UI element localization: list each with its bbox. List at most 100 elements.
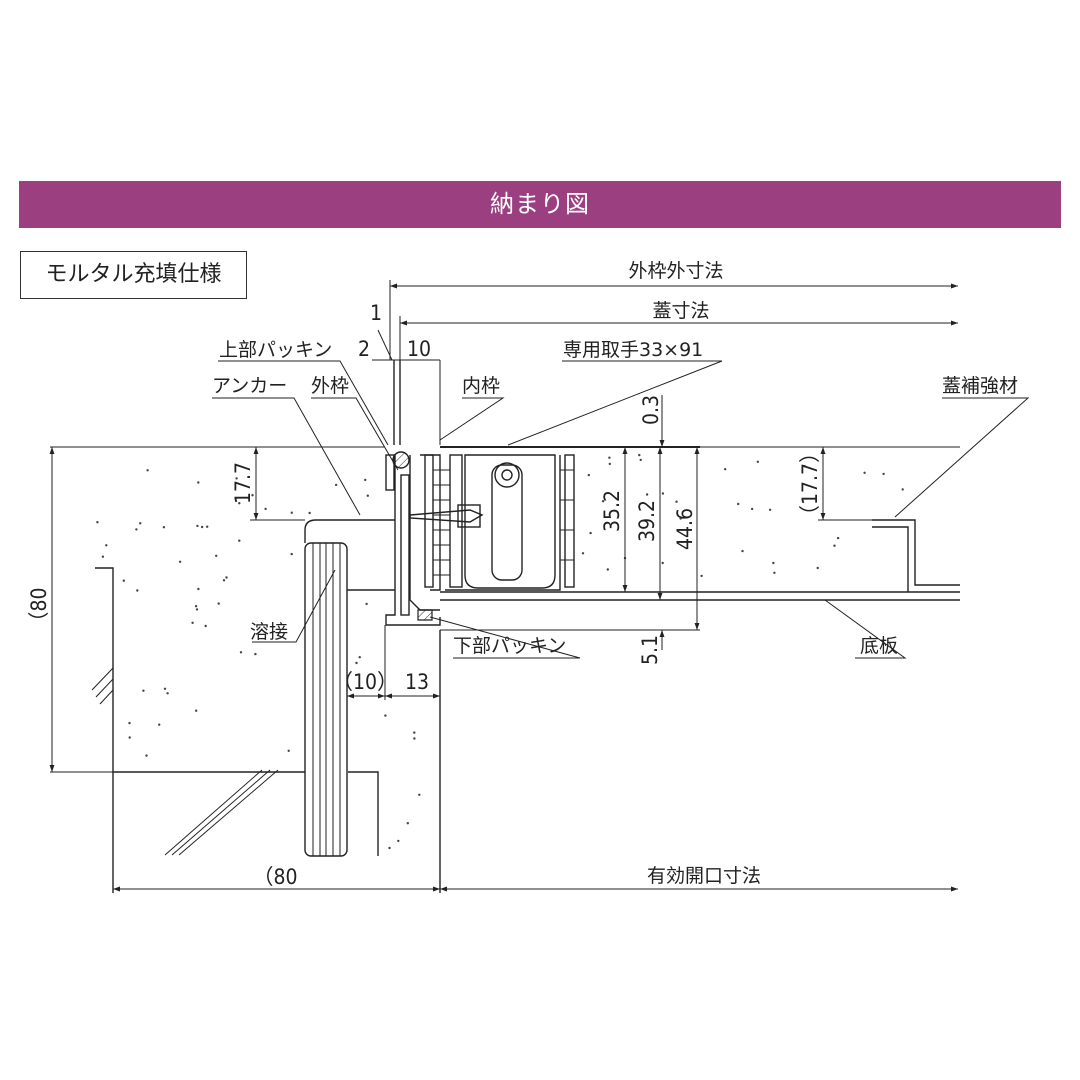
label-bottom-plate: 底板 [860,635,898,657]
spec-label: モルタル充填仕様 [45,262,222,287]
dim-80-vertical: （80 [27,587,51,632]
stipple-dot [756,460,759,463]
stipple-dot [195,608,199,611]
stipple-dot [334,483,338,487]
stipple-dot [768,508,772,511]
stipple-dot [413,737,416,740]
stipple-dot [384,714,387,717]
dim-10: 10 [407,337,431,361]
stipple-dot [238,539,241,542]
stipple-dot [675,500,678,503]
stipple-dot [772,561,775,565]
dim-44-6: 44.6 [673,508,697,550]
stipple-dot [96,521,99,524]
stipple-dot [581,552,585,555]
stipple-dot [882,472,885,476]
stipple-dot [700,574,703,578]
label-lid-reinforcement: 蓋補強材 [942,375,1018,397]
stipple-dot [225,576,228,579]
outer-frame [385,360,441,626]
stipple-dot [217,602,220,605]
steel-pipe [304,542,348,857]
stipple-dot [679,517,682,520]
stipple-dot [101,555,105,558]
stipple-dot [364,478,367,482]
dim-39-2: 39.2 [635,500,659,542]
stipple-dot [601,500,605,503]
stipple-dot [122,579,126,582]
stipple-dot [196,524,199,528]
stipple-dot [254,652,257,656]
stipple-dot [238,502,241,505]
stipple-dot [142,689,145,692]
stipple-dot [863,471,866,474]
stipple-dot [197,481,200,484]
stipple-dot [166,692,169,695]
leader-lines [212,360,1030,659]
stipple-dot [290,511,293,514]
stipple-dot [191,621,194,624]
dimension-lines [49,280,958,892]
dim-2: 2 [358,337,370,361]
stipple-dot [833,544,836,547]
stipple-dot [724,468,727,471]
stipple-dot [737,502,740,506]
label-anchor: アンカー [212,375,287,397]
stipple-dot [418,793,421,796]
stipple-dot [287,749,290,752]
stipple-dot [355,661,358,665]
label-effective-opening: 有効開口寸法 [647,865,761,887]
inner-frame [409,454,575,591]
stipple-dot [741,549,744,553]
annotations: 外枠外寸法 蓋寸法 1 上部パッキン 2 10 専用取手33×91 アンカー 外… [27,260,1018,889]
stipple-dot [645,493,649,496]
stipple-dot [608,462,611,466]
stipple-dot [308,511,311,515]
lid-plates [440,446,960,601]
stipple-dot [128,736,131,739]
stipple-dot [661,492,665,495]
dim-10-ref: （10） [332,670,398,694]
stipple-dot [135,528,138,531]
dim-1: 1 [370,301,382,325]
dim-35-2: 35.2 [600,490,624,532]
stipple-dot [222,579,226,582]
dim-13: 13 [405,670,429,694]
banner-title: 納まり図 [490,190,590,218]
label-outer-frame-outer: 外枠外寸法 [628,260,723,282]
stipple-dot [290,552,293,556]
stipple-dot [406,822,409,825]
label-top-packing: 上部パッキン [219,339,332,361]
spec-box: モルタル充填仕様 [20,251,247,299]
stipple-dot [836,536,840,540]
stipple-dot [638,453,641,457]
mortar-stipple [96,453,904,850]
concrete-outline [50,446,960,893]
anchor [304,519,395,591]
stipple-dot [773,571,776,574]
dim-80-horizontal: （80 [252,865,297,889]
stipple-dot [162,526,166,529]
stipple-dot [365,602,368,606]
stipple-dot [194,605,198,608]
stipple-dot [388,846,391,850]
stipple-dot [901,488,904,491]
stipple-dot [413,731,416,734]
stipple-dot [145,754,148,757]
stipple-dot [206,525,209,528]
stipple-dot [163,687,167,690]
dim-0-3: 0.3 [639,395,663,425]
label-outer-frame: 外枠 [311,375,349,397]
stipple-dot [128,721,131,725]
stipple-dot [366,494,369,497]
stipple-dot [158,723,161,726]
handle [464,454,556,589]
stipple-dot [197,587,200,591]
stipple-dot [105,544,108,547]
stipple-dot [750,507,754,511]
stipple-dot [358,656,361,659]
stipple-dot [397,839,400,843]
dim-17-7: 17.7 [231,462,255,504]
stipple-dot [178,560,182,563]
dim-5-1: 5.1 [638,635,662,665]
